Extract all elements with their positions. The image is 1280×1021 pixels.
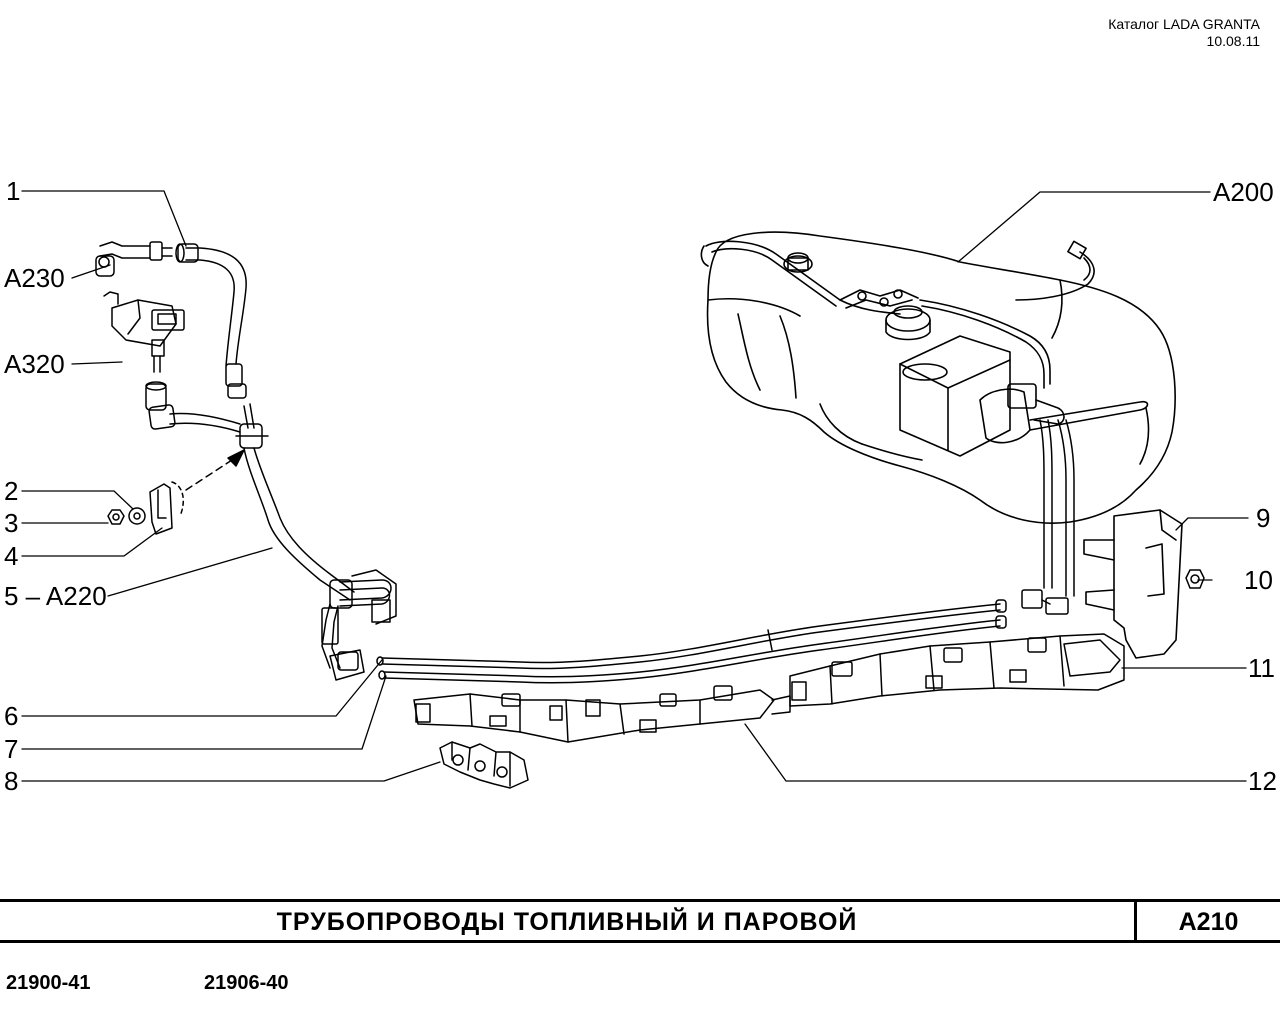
callout-6: 6 — [4, 701, 19, 731]
catalog-header: Каталог LADA GRANTA — [1108, 16, 1260, 32]
vapor-canister — [899, 335, 1149, 457]
fuel-system-diagram — [21, 190, 1249, 789]
tank-vertical-lines — [1021, 419, 1075, 615]
callout-10: 10 — [1244, 565, 1273, 595]
heat-shield-9 — [1083, 509, 1183, 659]
callout-5-a220: 5 – A220 — [4, 581, 107, 611]
valve-a230 — [95, 241, 173, 277]
model-code-1: 21900-41 — [6, 972, 91, 994]
callout-a320: A320 — [4, 349, 65, 379]
callout-8: 8 — [4, 766, 19, 796]
solenoid-a320 — [103, 291, 185, 411]
callout-11: 11 — [1248, 653, 1275, 683]
title-divider — [1134, 902, 1137, 940]
cover-12 — [413, 685, 791, 743]
callout-3: 3 — [4, 508, 19, 538]
callout-a230: A230 — [4, 263, 65, 293]
page-title: ТРУБОПРОВОДЫ ТОПЛИВНЫЙ И ПАРОВОЙ — [276, 908, 858, 936]
leader-lines — [21, 190, 1249, 782]
long-pipes — [376, 599, 1007, 684]
callout-12: 12 — [1248, 766, 1277, 796]
clip-8 — [439, 741, 529, 789]
callout-9: 9 — [1256, 503, 1271, 533]
callout-a200: A200 — [1213, 177, 1274, 207]
nut-10 — [1185, 569, 1205, 589]
fuel-tank — [700, 231, 1176, 524]
catalog-date: 10.08.11 — [1206, 33, 1260, 49]
callout-4: 4 — [4, 541, 19, 571]
callout-2: 2 — [4, 476, 19, 506]
title-bar: ТРУБОПРОВОДЫ ТОПЛИВНЫЙ И ПАРОВОЙ A210 — [0, 899, 1280, 943]
model-code-2: 21906-40 — [204, 972, 289, 994]
cover-11 — [789, 633, 1125, 707]
fasteners-2-3-4 — [107, 483, 173, 535]
callout-1: 1 — [6, 176, 21, 206]
left-pipe-assembly — [148, 243, 397, 681]
callout-7: 7 — [4, 734, 19, 764]
assembly-arrow — [171, 449, 245, 517]
section-code: A210 — [1178, 908, 1239, 936]
